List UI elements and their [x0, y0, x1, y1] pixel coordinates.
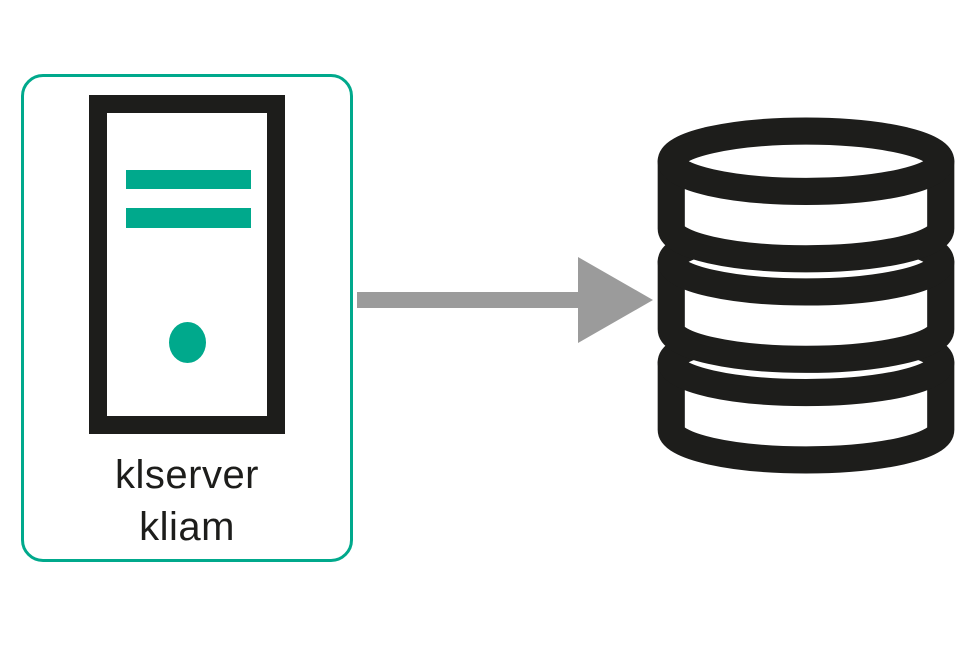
database-icon	[657, 117, 955, 474]
server-tower-icon	[89, 95, 285, 434]
server-stripe-bottom	[126, 208, 251, 228]
server-power-dot	[169, 322, 206, 363]
server-node-label-line2: kliam	[139, 505, 235, 549]
arrow-right-icon	[357, 257, 653, 343]
server-node-label: klserver kliam	[24, 449, 350, 553]
server-stripe-top	[126, 170, 251, 189]
server-node-card: klserver kliam	[21, 74, 353, 562]
server-node-label-line1: klserver	[114, 453, 260, 497]
